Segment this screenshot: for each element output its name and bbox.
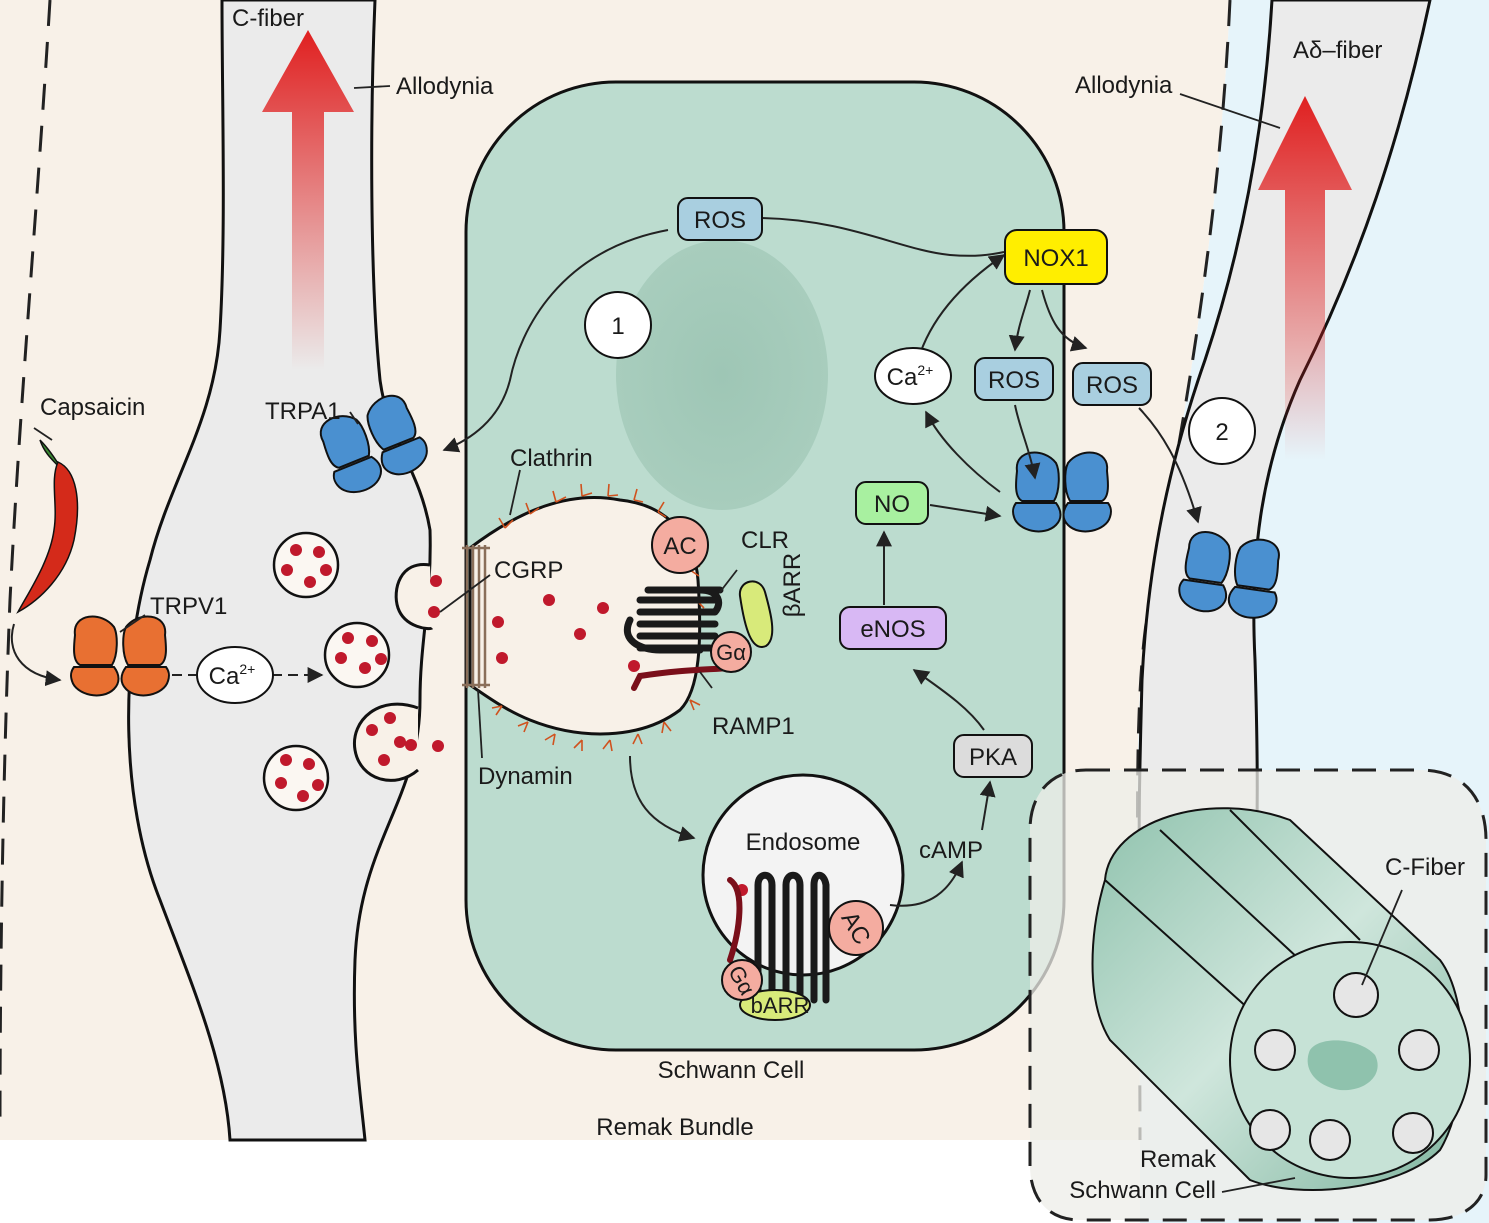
- clathrin-coat: [491, 483, 708, 752]
- ros-node-middle-label: ROS: [988, 367, 1040, 394]
- calcium-node-fiber: Ca2+: [196, 646, 274, 704]
- no-node: NO: [855, 481, 929, 525]
- camp-label: cAMP: [919, 837, 983, 864]
- clr-label: CLR: [741, 527, 789, 554]
- step-2-badge: 2: [1188, 397, 1256, 465]
- c-fiber-label: C-fiber: [232, 5, 304, 32]
- nox1-node: NOX1: [1004, 229, 1108, 285]
- inset-fiber: [1254, 1029, 1296, 1071]
- calcium-fiber-label: Ca: [209, 663, 240, 690]
- ros-node-right-label: ROS: [1086, 372, 1138, 399]
- capsaicin-pepper-icon: [16, 439, 79, 614]
- ramp1-endosome: [727, 877, 743, 963]
- pka-node: PKA: [953, 734, 1033, 778]
- inset-fiber: [1249, 1109, 1291, 1151]
- step-1-label: 1: [611, 313, 624, 340]
- trpv1-label: TRPV1: [150, 593, 227, 620]
- bundle-boundary-left: [0, 0, 52, 1121]
- calcium-fiber-charge: 2+: [239, 661, 255, 677]
- calcium-node-schwann: Ca2+: [874, 347, 952, 405]
- trpv1-channel: [69, 615, 171, 697]
- galpha-membrane: Gα: [710, 631, 752, 673]
- clr-receptor-membrane: [623, 586, 724, 654]
- pka-node-label: PKA: [969, 744, 1017, 771]
- capsaicin-label: Capsaicin: [40, 394, 145, 421]
- allodynia-right-label: Allodynia: [1075, 72, 1173, 99]
- ac-endosome: AC: [828, 900, 884, 956]
- galpha-membrane-label: Gα: [716, 640, 746, 665]
- allodynia-left-label: Allodynia: [396, 73, 494, 100]
- dynamin-label: Dynamin: [478, 763, 573, 790]
- enos-node-label: eNOS: [860, 616, 925, 643]
- release-bulge-lower: [352, 702, 419, 782]
- white-bottom: [0, 1140, 1140, 1223]
- endosome-label: Endosome: [746, 829, 861, 856]
- step-2-label: 2: [1215, 419, 1228, 446]
- enos-node: eNOS: [839, 606, 947, 650]
- barr-membrane-label: βARR: [779, 553, 806, 617]
- ros-node-top-label: ROS: [694, 207, 746, 234]
- remak-bundle-3d-icon: [1091, 807, 1471, 1191]
- release-bulge-upper: [394, 563, 434, 631]
- vesicle: [262, 744, 330, 812]
- inset-fiber: [1333, 972, 1379, 1018]
- cgrp-molecules: [275, 544, 640, 802]
- c-fiber-inset-label: C-Fiber: [1385, 854, 1465, 881]
- calcium-schwann-label: Ca: [887, 364, 918, 391]
- remak-schwann-label-line2: Schwann Cell: [1069, 1177, 1216, 1204]
- dynamin-junction: [462, 545, 490, 688]
- calcium-schwann-charge: 2+: [917, 362, 933, 378]
- allodynia-arrow-left: [262, 30, 354, 370]
- inset-fiber: [1392, 1112, 1434, 1154]
- ac-membrane-label: AC: [663, 533, 696, 560]
- nox1-node-label: NOX1: [1023, 245, 1088, 272]
- inset-fiber: [1398, 1029, 1440, 1071]
- galpha-endosome: Gα: [721, 959, 763, 1001]
- cgrp-label: CGRP: [494, 557, 563, 584]
- remak-bundle-label: Remak Bundle: [596, 1114, 753, 1141]
- ros-node-right: ROS: [1072, 362, 1152, 406]
- ramp1-label: RAMP1: [712, 713, 795, 740]
- ros-node-middle: ROS: [974, 357, 1054, 401]
- label-leaders: [33, 85, 1403, 1193]
- svg-text:Ca2+: Ca2+: [887, 362, 934, 391]
- barr-endosome: bARR: [739, 989, 811, 1021]
- ac-membrane: AC: [651, 516, 709, 574]
- clr-receptor-endosome: [754, 871, 830, 1004]
- barr-endosome-label: bARR: [751, 993, 810, 1018]
- a-delta-fiber-label: Aδ–fiber: [1293, 37, 1382, 64]
- barr-membrane: [738, 580, 774, 648]
- ros-node-top: ROS: [677, 197, 763, 241]
- trpa1-label: TRPA1: [265, 398, 341, 425]
- inset-fiber: [1309, 1119, 1351, 1161]
- step-1-badge: 1: [584, 291, 652, 359]
- remak-schwann-label-line1: Remak: [1140, 1146, 1217, 1173]
- allodynia-arrow-right: [1258, 96, 1352, 460]
- clathrin-label: Clathrin: [510, 445, 593, 472]
- pathway-arrows: [10, 217, 1202, 907]
- svg-text:Ca2+: Ca2+: [209, 661, 256, 690]
- no-node-label: NO: [874, 491, 910, 518]
- schwann-nucleus: [616, 240, 828, 510]
- schwann-cell-label: Schwann Cell: [658, 1057, 805, 1084]
